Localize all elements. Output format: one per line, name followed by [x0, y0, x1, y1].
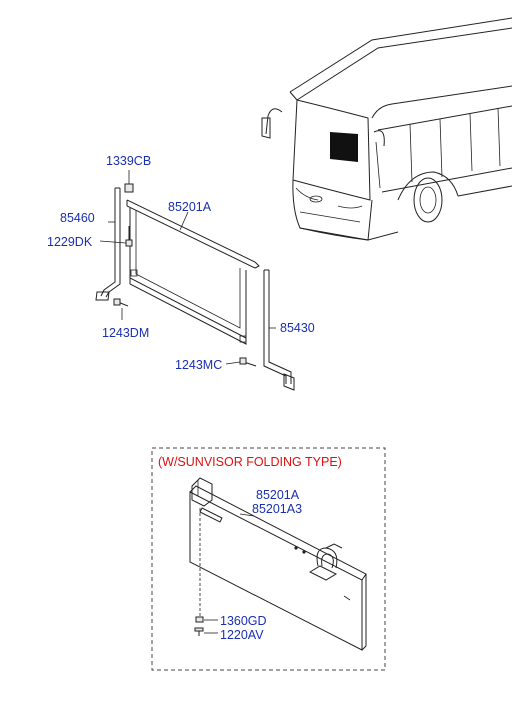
label-1243DM: 1243DM: [102, 326, 149, 340]
label-85201A-top: 85201A: [168, 200, 212, 214]
label-1229DK: 1229DK: [47, 235, 93, 249]
sunvisor-assembly: [95, 170, 295, 391]
label-1243MC: 1243MC: [175, 358, 222, 372]
label-1360GD: 1360GD: [220, 614, 267, 628]
folding-sunvisor: [189, 477, 367, 651]
label-1339CB: 1339CB: [106, 154, 151, 168]
variant-title: (W/SUNVISOR FOLDING TYPE): [158, 455, 342, 469]
bus-illustration: [261, 17, 513, 241]
label-85201A3: 85201A3: [252, 502, 302, 516]
label-85430: 85430: [280, 321, 315, 335]
label-85460: 85460: [60, 211, 95, 225]
variant-box: [151, 447, 386, 671]
label-1220AV: 1220AV: [220, 628, 264, 642]
label-85201A-box: 85201A: [256, 488, 300, 502]
